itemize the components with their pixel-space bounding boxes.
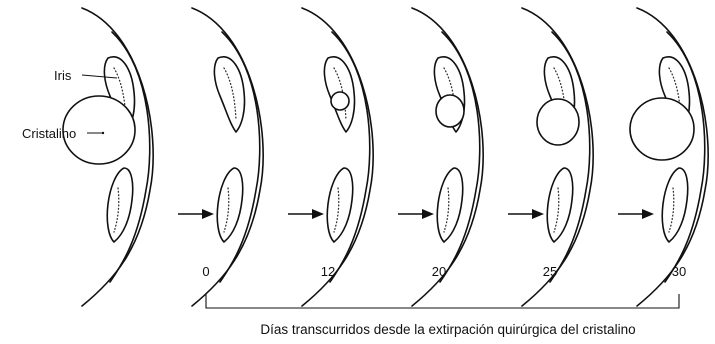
lens-intact: [62, 95, 136, 165]
eye-stage-day-0: [191, 7, 264, 307]
time-tick-20: 20: [432, 264, 446, 279]
time-tick-12: 12: [321, 264, 335, 279]
eye-stage-day-20: [411, 7, 484, 307]
stage-arrow-2: [287, 208, 325, 220]
eye-stage-day-12: [301, 7, 374, 307]
regenerating-lens-day-20: [435, 94, 465, 128]
stage-arrow-1: [177, 208, 215, 220]
iris-label: Iris: [54, 68, 72, 83]
time-bracket: [205, 294, 680, 309]
lens-label: Cristalino: [22, 126, 76, 141]
stage-arrow-5: [617, 208, 655, 220]
eye-stage-day-25: [521, 7, 594, 307]
time-tick-labels: 0 12 20 25 30: [202, 264, 686, 279]
regenerating-lens-day-30: [629, 97, 695, 161]
eye-stage-intact: [62, 7, 154, 307]
time-axis-caption: Días transcurridos desde la extirpación …: [260, 322, 635, 337]
stage-arrow-3: [397, 208, 435, 220]
eye-stage-day-30: [629, 7, 709, 307]
iris-leader-line: [81, 74, 118, 79]
regenerating-lens-day-12: [330, 91, 350, 111]
time-tick-0: 0: [202, 264, 209, 279]
regenerating-lens-day-25: [536, 98, 580, 146]
time-tick-30: 30: [672, 264, 686, 279]
time-tick-25: 25: [543, 264, 557, 279]
stage-arrow-4: [507, 208, 545, 220]
